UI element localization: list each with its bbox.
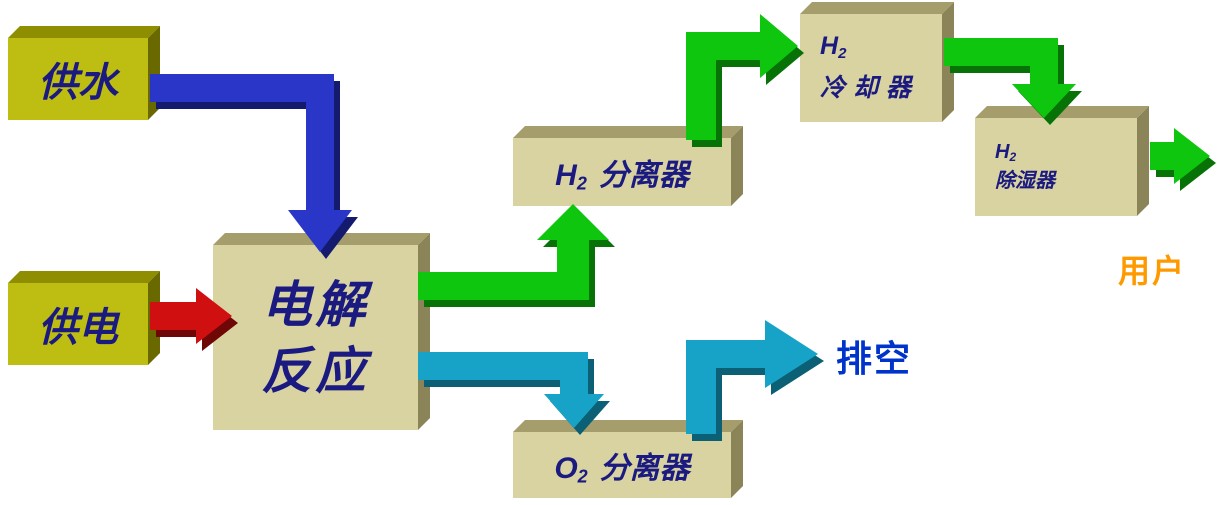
o2-separator-label: O2 分离器 bbox=[554, 443, 689, 488]
water-supply-face: 供水 bbox=[8, 38, 148, 120]
o2-separator-face: O2 分离器 bbox=[513, 432, 731, 498]
arrow-face bbox=[686, 14, 798, 140]
h2-separator-symbol: H bbox=[555, 158, 577, 192]
h2-dehumidifier-symbol-row: H2 bbox=[995, 141, 1016, 164]
h2-cooler-symbol: H bbox=[820, 32, 839, 61]
arrow-shadow bbox=[1156, 135, 1216, 191]
dehumidifier-to-user-arrow bbox=[1150, 128, 1216, 191]
arrow-face bbox=[150, 74, 352, 252]
electrolysis-to-h2-separator-arrow bbox=[418, 204, 615, 307]
node-h2-cooler: H2 冷却器 bbox=[800, 14, 942, 122]
node-h2-dehumidifier: H2 除湿器 bbox=[975, 118, 1137, 216]
water-supply-label: 供水 bbox=[38, 61, 118, 105]
electrolysis-face: 电解 反应 bbox=[213, 245, 418, 430]
node-o2-separator: O2 分离器 bbox=[513, 432, 731, 498]
node-water-supply: 供水 bbox=[8, 38, 148, 120]
arrow-face bbox=[686, 320, 818, 434]
h2-dehumidifier-symbol: H bbox=[995, 141, 1010, 163]
h2-dehumidifier-face: H2 除湿器 bbox=[975, 118, 1137, 216]
node-power-supply: 供电 bbox=[8, 283, 148, 365]
o2-separator-text: 分离器 bbox=[599, 451, 690, 485]
user-label: 用户 bbox=[1118, 253, 1187, 289]
arrow-face bbox=[418, 352, 604, 428]
node-h2-separator: H2 分离器 bbox=[513, 138, 731, 206]
arrow-face bbox=[418, 204, 609, 300]
h2-separator-text: 分离器 bbox=[598, 158, 689, 192]
electrolysis-label-line2: 反应 bbox=[261, 342, 370, 399]
o2-separator-subscript: 2 bbox=[577, 466, 588, 487]
h2-dehumidifier-label: 除湿器 bbox=[995, 170, 1055, 192]
arrow-face bbox=[1150, 128, 1210, 184]
node-electrolysis-reaction: 电解 反应 bbox=[213, 245, 418, 430]
h2-dehumidifier-subscript: 2 bbox=[1009, 150, 1017, 164]
h2-cooler-symbol-row: H2 bbox=[820, 32, 846, 62]
arrow-shadow bbox=[424, 211, 615, 307]
vent-label: 排空 bbox=[836, 338, 913, 379]
power-supply-label: 供电 bbox=[38, 306, 118, 350]
water-to-electrolysis-arrow bbox=[150, 74, 358, 259]
h2-cooler-subscript: 2 bbox=[838, 44, 847, 62]
h2-separator-subscript: 2 bbox=[576, 173, 587, 194]
h2-cooler-label: 冷却器 bbox=[820, 73, 920, 102]
power-supply-face: 供电 bbox=[8, 283, 148, 365]
h2-separator-label: H2 分离器 bbox=[555, 150, 689, 195]
h2-cooler-face: H2 冷却器 bbox=[800, 14, 942, 122]
o2-separator-symbol: O bbox=[554, 451, 578, 485]
electrolysis-label-line1: 电解 bbox=[261, 276, 370, 333]
h2-separator-face: H2 分离器 bbox=[513, 138, 731, 206]
